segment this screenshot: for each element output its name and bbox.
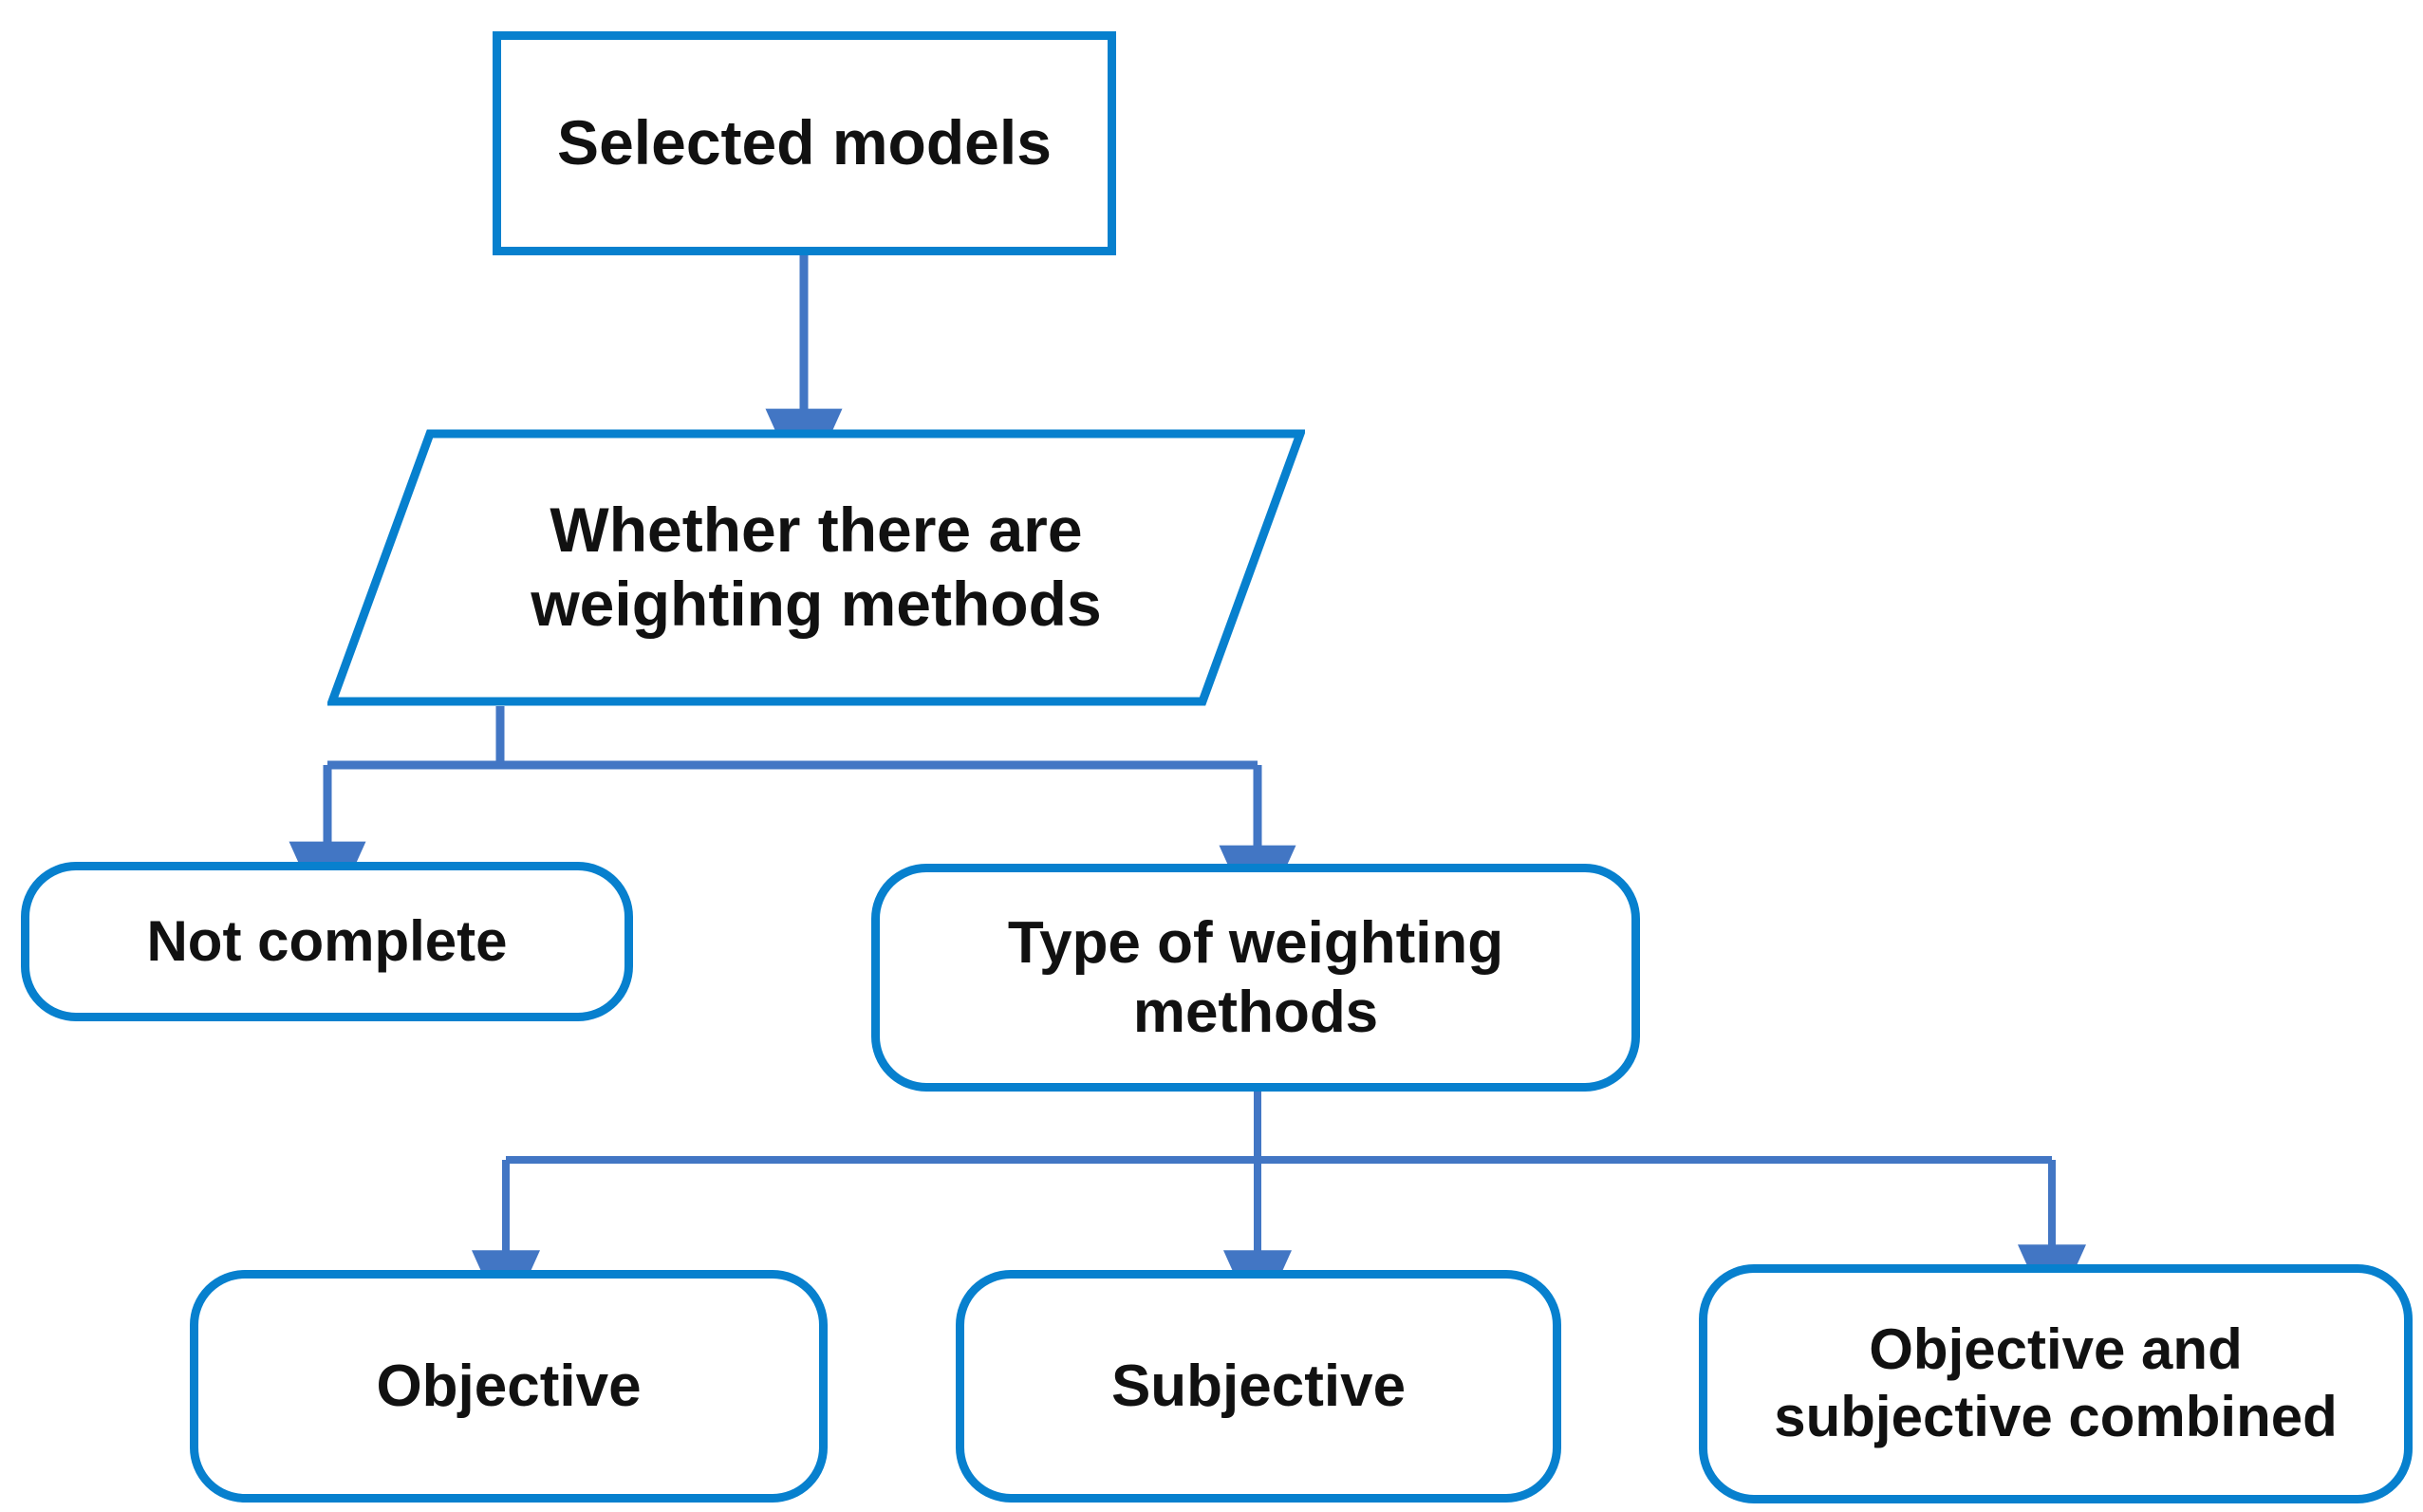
node-objective-subjective-combined-label: Objective and subjective combined [1774,1317,2338,1448]
node-objective[interactable]: Objective [190,1270,828,1503]
node-subjective[interactable]: Subjective [956,1270,1561,1503]
node-not-complete-label: Not complete [146,908,508,973]
edge-type-split [506,1092,2052,1164]
node-selected-models-label: Selected models [557,107,1052,178]
node-type-of-weighting[interactable]: Type of weighting methods [871,864,1640,1092]
edge-whether-split [327,706,1258,770]
node-selected-models[interactable]: Selected models [493,31,1116,255]
node-subjective-label: Subjective [1110,1353,1407,1419]
parallelogram-shape [327,429,1305,706]
node-whether-weighting[interactable]: Whether there are weighting methods [327,429,1305,706]
node-objective-label: Objective [376,1353,642,1419]
node-not-complete[interactable]: Not complete [21,862,633,1021]
node-whether-weighting-label: Whether there are weighting methods [531,495,1102,639]
node-type-of-weighting-label: Type of weighting methods [1007,909,1504,1045]
node-objective-subjective-combined[interactable]: Objective and subjective combined [1699,1264,2413,1503]
